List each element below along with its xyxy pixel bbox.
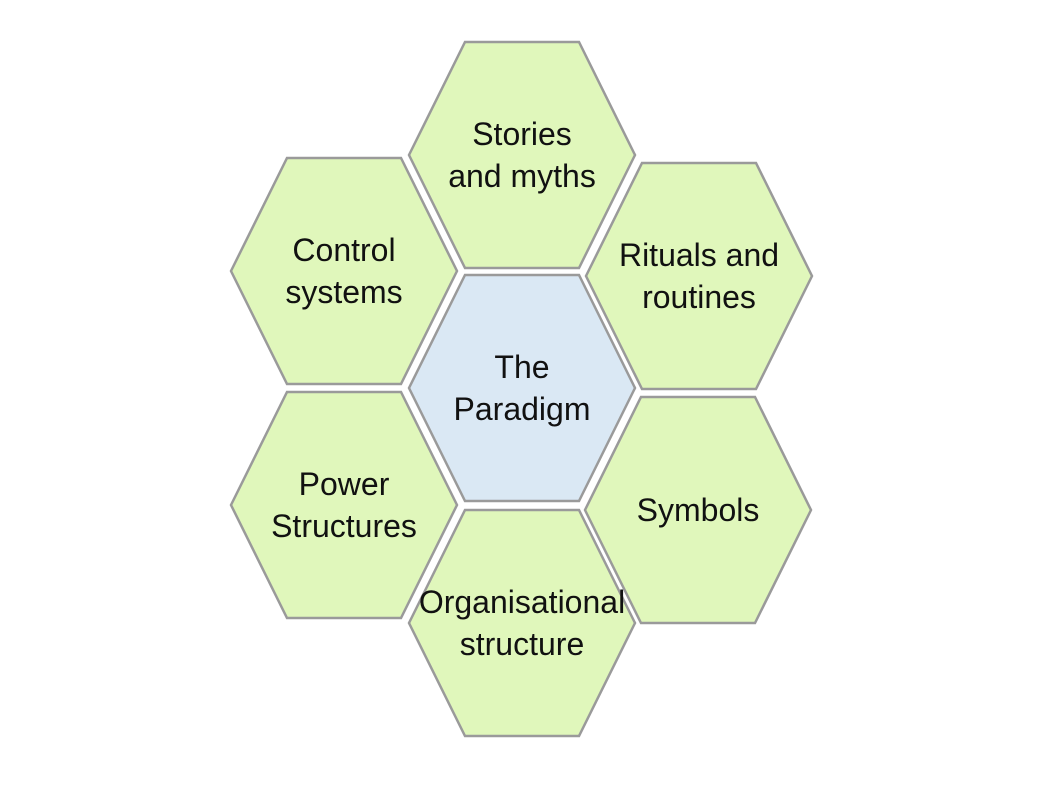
hexagon-control: Control systems: [229, 156, 459, 386]
hexagon-shape: [584, 161, 814, 391]
hexagon-label: routines: [642, 279, 756, 315]
hexagon-label: structure: [460, 626, 584, 662]
hexagon-label: Symbols: [637, 492, 760, 528]
hexagon-shape: [229, 390, 459, 620]
hexagon-label: Rituals and: [619, 237, 779, 273]
hexagon-rituals: Rituals and routines: [584, 161, 814, 391]
hexagon-label: Paradigm: [454, 391, 591, 427]
hexagon-shape: [407, 273, 637, 503]
hexagon-stories: Stories and myths: [407, 40, 637, 270]
hexagon-label: Organisational: [419, 584, 625, 620]
hexagon-shape: [407, 508, 637, 738]
hexagon-label: Stories: [472, 116, 572, 152]
hexagon-symbols: Symbols: [583, 395, 813, 625]
hexagon-label: Power: [299, 466, 390, 502]
hexagon-shape: [407, 40, 637, 270]
hexagon-shape: [229, 156, 459, 386]
hexagon-label: Control: [292, 232, 395, 268]
hexagon-label: The: [494, 349, 549, 385]
hexagon-label: systems: [285, 274, 402, 310]
hexagon-label: Structures: [271, 508, 417, 544]
hexagon-organisational: Organisational structure: [407, 508, 637, 738]
hexagon-label: and myths: [448, 158, 596, 194]
hexagon-shape: [583, 395, 813, 625]
